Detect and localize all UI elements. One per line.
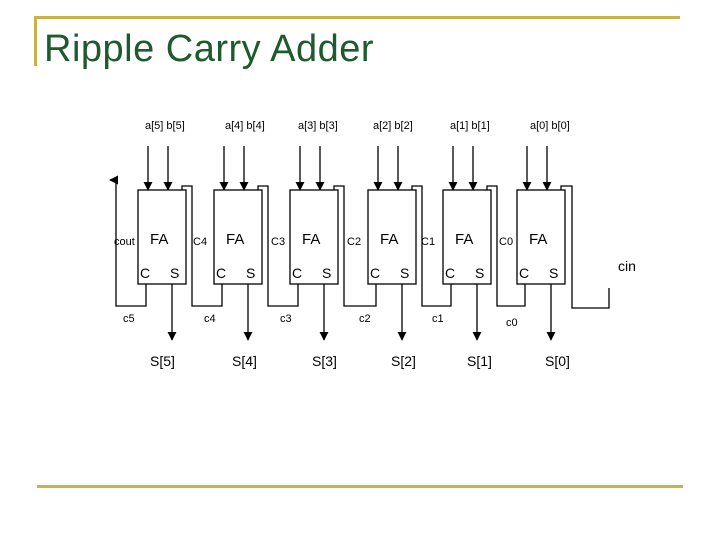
input-pair-label: a[4] b[4] [225,120,265,132]
sum-output-label: S[5] [150,353,175,369]
carry-in-label: cin [618,258,636,274]
input-pair-label: a[5] b[5] [145,120,185,132]
full-adder-label: FA [150,231,168,248]
top-rule [34,16,680,19]
carry-chain-wire [257,185,299,307]
carry-port-label: C [519,265,529,281]
sum-port-label: S [322,265,331,281]
full-adder-box [367,189,417,285]
full-adder-box [442,189,492,285]
full-adder-box [289,189,339,285]
sum-port-label: S [170,265,179,281]
carry-port-label: C [292,265,302,281]
carry-chain-wire [181,185,223,307]
cin-wire [560,185,610,309]
carry-out-label: c1 [432,313,444,325]
input-pair-label: a[1] b[1] [450,120,490,132]
carry-out-label: c2 [359,313,371,325]
carry-label: C2 [347,236,361,248]
carry-label: C0 [499,236,513,248]
input-pair-label: a[2] b[2] [373,120,413,132]
full-adder-label: FA [380,231,398,248]
carry-port-label: C [370,265,380,281]
carry-label: C1 [421,236,435,248]
carry-out-label: c3 [280,313,292,325]
carry-chain-wire [486,185,526,307]
carry-chain-wire [333,185,377,307]
full-adder-label: FA [302,231,320,248]
input-pair-label: a[3] b[3] [298,120,338,132]
sum-output-label: S[3] [312,353,337,369]
carry-chain-wire [411,185,452,307]
carry-port-label: C [445,265,455,281]
sum-port-label: S [400,265,409,281]
sum-output-label: S[4] [232,353,257,369]
bottom-rule [37,485,683,488]
full-adder-box [516,189,566,285]
carry-label: C3 [271,236,285,248]
sum-output-label: S[2] [391,353,416,369]
full-adder-label: FA [529,231,547,248]
carry-label: cout [114,236,135,248]
carry-label: C4 [193,236,207,248]
carry-out-label: c5 [123,313,135,325]
sum-output-label: S[1] [467,353,492,369]
slide-title: Ripple Carry Adder [44,28,375,70]
full-adder-label: FA [226,231,244,248]
full-adder-box [137,189,187,285]
carry-out-label: c4 [204,313,216,325]
full-adder-box [213,189,263,285]
full-adder-label: FA [455,231,473,248]
carry-port-label: C [140,265,150,281]
sum-port-label: S [549,265,558,281]
cout-wire [109,175,147,307]
carry-out-label: c0 [506,317,518,329]
left-rule [34,16,37,66]
sum-output-label: S[0] [545,353,570,369]
sum-port-label: S [246,265,255,281]
input-pair-label: a[0] b[0] [530,120,570,132]
sum-port-label: S [475,265,484,281]
carry-port-label: C [216,265,226,281]
